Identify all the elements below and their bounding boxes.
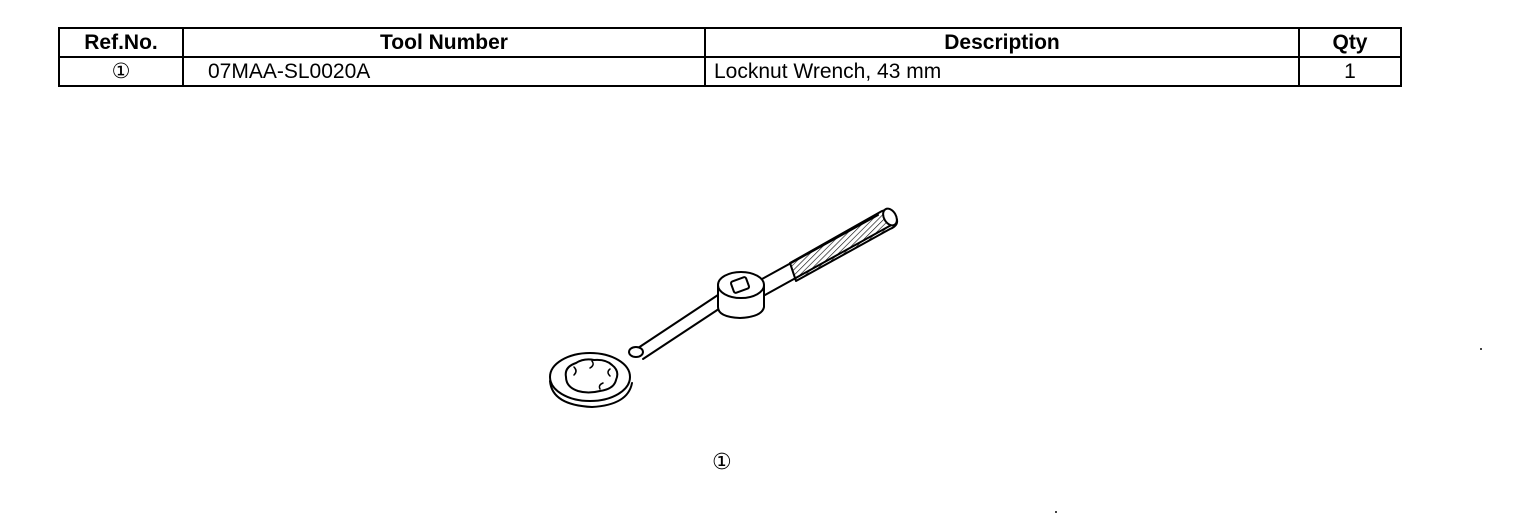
cell-qty: 1 xyxy=(1298,56,1402,87)
header-qty: Qty xyxy=(1298,27,1402,58)
figure-reference-number: ① xyxy=(712,450,732,475)
special-tools-table: Ref.No. Tool Number Description Qty ① 07… xyxy=(58,27,1402,87)
scan-speck xyxy=(1480,348,1482,350)
table-header-row: Ref.No. Tool Number Description Qty xyxy=(58,27,1402,58)
scan-speck xyxy=(1055,511,1057,513)
locknut-wrench-drawing xyxy=(549,207,899,408)
header-ref-no: Ref.No. xyxy=(58,27,184,58)
cell-tool-number: 07MAA-SL0020A xyxy=(182,56,706,87)
cell-ref-no: ① xyxy=(58,56,184,87)
cell-description: Locknut Wrench, 43 mm xyxy=(704,56,1300,87)
header-description: Description xyxy=(704,27,1300,58)
header-tool-number: Tool Number xyxy=(182,27,706,58)
table-row: ① 07MAA-SL0020A Locknut Wrench, 43 mm 1 xyxy=(58,56,1402,87)
